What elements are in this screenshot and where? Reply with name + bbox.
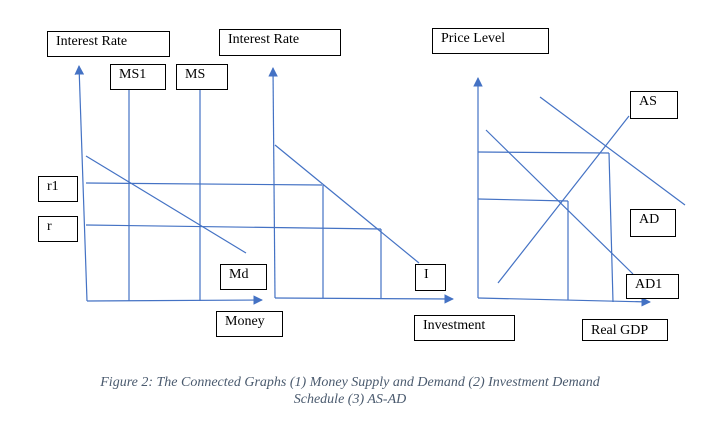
ms1-label: MS1 xyxy=(110,64,166,90)
price-level-1 xyxy=(477,151,610,154)
graph3-x-axis xyxy=(477,297,651,307)
r1-line xyxy=(85,182,323,186)
graph2-y-axis-label: Interest Rate xyxy=(219,29,341,56)
md-label: Md xyxy=(220,264,267,290)
graph3-y-axis-label: Price Level xyxy=(432,28,549,54)
ad-label: AD xyxy=(630,209,676,237)
r1-label: r1 xyxy=(38,176,78,202)
ms-label: MS xyxy=(176,64,228,90)
ad-curve xyxy=(539,96,686,206)
r-line xyxy=(85,224,382,230)
as-curve xyxy=(497,115,630,284)
r-label: r xyxy=(38,216,78,242)
i-label: I xyxy=(415,264,446,291)
graph2-y-axis xyxy=(268,67,278,299)
graph2-x-axis-label: Investment xyxy=(414,315,515,341)
graph3-x-axis-label: Real GDP xyxy=(582,319,668,341)
caption-line-1: Figure 2: The Connected Graphs (1) Money… xyxy=(100,375,600,390)
investment-curve xyxy=(274,144,420,264)
md-curve xyxy=(85,155,247,254)
graph1-x-axis-label: Money xyxy=(216,311,283,337)
ad1-curve xyxy=(485,129,634,275)
graph1-y-axis xyxy=(74,65,88,302)
graph1-x-axis xyxy=(86,295,263,305)
graph2-x-axis xyxy=(274,294,454,304)
figure-caption: Figure 2: The Connected Graphs (1) Money… xyxy=(40,374,660,408)
caption-line-2: Schedule (3) AS-AD xyxy=(293,392,407,407)
gdp-drop-1 xyxy=(608,152,614,303)
ad1-label: AD1 xyxy=(626,274,679,299)
price-level-2 xyxy=(477,198,569,202)
as-label: AS xyxy=(630,91,678,119)
graph1-y-axis-label: Interest Rate xyxy=(47,31,170,57)
